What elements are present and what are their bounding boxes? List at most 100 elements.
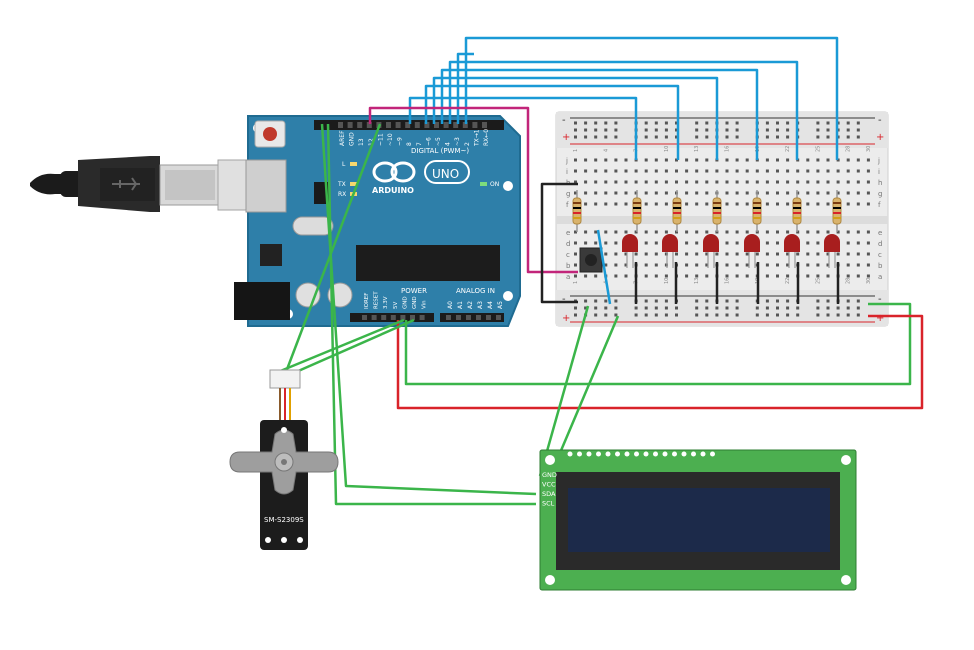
terminal-hole (675, 158, 678, 162)
terminal-hole (675, 252, 678, 256)
rail-hole (654, 128, 658, 132)
arduino-logo (372, 160, 470, 184)
terminal-hole (594, 202, 598, 206)
rail-hole (695, 299, 699, 303)
resistor-band (633, 207, 641, 209)
terminal-hole (826, 180, 830, 184)
top-pin-label: RX←0 (483, 129, 490, 146)
terminal-hole (614, 252, 618, 256)
terminal-hole (695, 274, 699, 278)
rail-hole (614, 121, 618, 125)
rail-hole (776, 313, 779, 317)
terminal-hole (765, 274, 769, 278)
terminal-hole (604, 263, 608, 267)
rail-hole (654, 135, 658, 139)
terminal-hole (685, 252, 689, 256)
column-number: 25 (815, 278, 821, 284)
terminal-hole (806, 263, 810, 267)
terminal-hole (715, 169, 719, 173)
terminal-hole (806, 191, 810, 195)
rail-hole (816, 299, 820, 303)
resistor-band (793, 212, 801, 214)
rail-hole (584, 121, 588, 125)
terminal-hole (584, 191, 588, 195)
rail-hole (705, 121, 709, 125)
rail-hole (705, 135, 709, 139)
terminal-hole (624, 263, 628, 267)
rail-hole (705, 299, 709, 303)
resistor-band (673, 207, 681, 209)
header-pin (395, 122, 401, 128)
row-letter: i (878, 168, 880, 176)
rail-hole (826, 299, 830, 303)
rail-hole (776, 121, 779, 125)
power-pin-label: IOREF (364, 293, 370, 309)
terminal-hole (765, 191, 769, 195)
lcd-header-pin (624, 451, 630, 457)
row-letter: b (878, 262, 883, 270)
terminal-hole (654, 180, 658, 184)
resistor-band (753, 212, 761, 214)
rail-hole (856, 128, 860, 132)
terminal-hole (836, 191, 840, 195)
rail-hole (664, 121, 668, 125)
terminal-hole (695, 230, 699, 234)
rail-hole (776, 135, 779, 139)
terminal-hole (866, 241, 870, 245)
terminal-hole (786, 252, 790, 256)
terminal-hole (695, 241, 699, 245)
resistor (672, 197, 682, 225)
resistor (712, 197, 722, 225)
terminal-hole (634, 180, 638, 184)
terminal-hole (816, 263, 820, 267)
terminal-hole (826, 252, 830, 256)
rail-hole (695, 128, 699, 132)
row-letter: f (566, 201, 569, 209)
arduino-model-label: UNO (432, 167, 459, 181)
row-letter: j (877, 157, 880, 165)
terminal-hole (654, 241, 658, 245)
lcd-header-pin (577, 451, 582, 457)
terminal-hole (866, 191, 870, 195)
terminal-hole (846, 230, 850, 234)
top-pin-label: TX→1 (473, 129, 480, 147)
terminal-hole (786, 230, 790, 234)
rail-hole (796, 313, 800, 317)
rail-hole (816, 306, 820, 310)
rail-hole (695, 313, 699, 317)
rail-hole (705, 313, 709, 317)
terminal-hole (765, 252, 769, 256)
rail-hole (614, 128, 618, 132)
terminal-hole (644, 252, 648, 256)
top-pin-label: 2 (464, 142, 471, 146)
rail-hole (594, 299, 598, 303)
row-letter: a (566, 273, 570, 281)
rail-hole (725, 121, 729, 125)
terminal-hole (776, 158, 779, 162)
terminal-hole (604, 180, 608, 184)
red-led (824, 234, 840, 252)
terminal-hole (826, 191, 830, 195)
terminal-hole (816, 202, 820, 206)
servo-motor: SM-S2309S (229, 369, 339, 550)
terminal-hole (846, 202, 850, 206)
rail-hole (725, 128, 729, 132)
header-pin (381, 315, 387, 320)
terminal-hole (765, 202, 769, 206)
column-number: 30 (866, 278, 872, 284)
terminal-hole (765, 158, 769, 162)
rail-hole (594, 306, 598, 310)
analog-pin-label: A2 (467, 301, 474, 309)
rail-minus-bottom-right: - (878, 294, 882, 305)
lcd-header-pin (710, 451, 715, 457)
terminal-hole (846, 241, 850, 245)
rail-hole (644, 128, 648, 132)
lcd-pin-label: SDA (542, 490, 556, 498)
rail-hole (654, 306, 658, 310)
rail-minus-bottom-left: - (562, 294, 566, 305)
header-pin (410, 315, 415, 320)
terminal-hole (685, 169, 689, 173)
lcd-header-pin (586, 451, 592, 457)
